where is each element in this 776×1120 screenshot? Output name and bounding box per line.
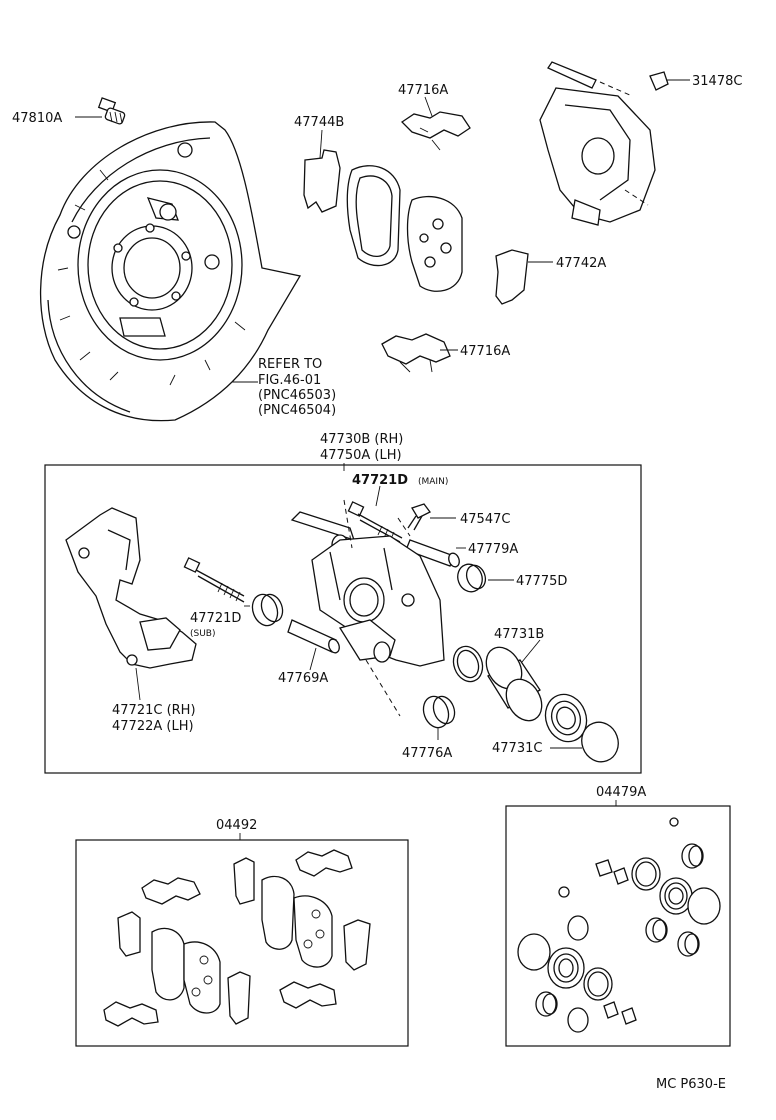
caliper-top-drawing: [539, 61, 656, 226]
refer-to-line-4: (PNC46504): [258, 403, 336, 418]
label-47716A-top: 47716A: [398, 83, 448, 98]
bleeder-screw-47810A-drawing: [97, 97, 126, 125]
label-47779A: 47779A: [468, 542, 518, 557]
label-47731C: 47731C: [492, 741, 542, 756]
label-47730B: 47730B (RH): [320, 432, 403, 447]
label-47750A: 47750A (LH): [320, 448, 402, 463]
cap-31478C-drawing: [649, 71, 669, 91]
bolt-47721D-sub-drawing: [183, 557, 245, 603]
backing-plate-drawing: [39, 121, 302, 422]
label-04492: 04492: [216, 818, 257, 833]
diagram-code: MC P630-E: [656, 1077, 726, 1092]
pad-kit-frame: [75, 839, 409, 1047]
label-04479A: 04479A: [596, 785, 646, 800]
label-47775D: 47775D: [516, 574, 567, 589]
boot-47775D-drawing: [457, 563, 487, 593]
label-47731B: 47731B: [494, 627, 544, 642]
label-31478C: 31478C: [692, 74, 742, 89]
boot-47776A-drawing: [422, 695, 456, 729]
refer-to-line-2: FIG.46-01: [258, 373, 321, 388]
pin-47769A-drawing: [287, 619, 340, 654]
label-47810A: 47810A: [12, 111, 62, 126]
refer-to-line-1: REFER TO: [258, 357, 322, 372]
middle-leader-lines: [135, 485, 582, 749]
brake-pads-top-drawing: [303, 149, 529, 305]
pin-47779A-drawing: [405, 539, 460, 568]
label-47721C: 47721C (RH): [112, 703, 196, 718]
seal-kit-parts-drawing: [517, 817, 721, 1033]
label-47744B: 47744B: [294, 115, 344, 130]
label-47721D-main: 47721D: [352, 473, 408, 488]
bleeder-47547C-drawing: [407, 503, 431, 531]
pad-clips-drawing: [381, 111, 471, 373]
seal-kit-frame: [505, 805, 731, 1047]
piston-seal-drawing: [452, 645, 484, 683]
tag-sub: (SUB): [190, 629, 216, 639]
boot-47731C-drawing: [544, 693, 619, 763]
label-47722A: 47722A (LH): [112, 719, 194, 734]
top-leader-lines: [75, 79, 690, 383]
tag-main: (MAIN): [418, 477, 448, 487]
label-47769A: 47769A: [278, 671, 328, 686]
bolt-47721D-main-drawing: [347, 501, 403, 543]
torque-plate-drawing: [65, 507, 197, 669]
caliper-assembly-frame: [44, 464, 642, 774]
label-47742A: 47742A: [556, 256, 606, 271]
pad-kit-parts-drawing: [103, 849, 371, 1027]
label-47547C: 47547C: [460, 512, 510, 527]
caliper-body-drawing: [290, 499, 445, 717]
label-47721D-sub: 47721D: [190, 611, 241, 626]
label-47716A-mid: 47716A: [460, 344, 510, 359]
refer-to-line-3: (PNC46503): [258, 388, 336, 403]
boot-sub-drawing: [251, 593, 284, 627]
label-47776A: 47776A: [402, 746, 452, 761]
piston-47731B-drawing: [485, 646, 543, 722]
